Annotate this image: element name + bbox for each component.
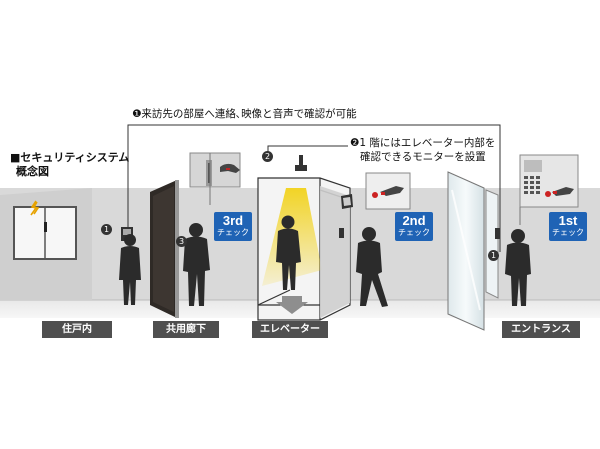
badge-3rd-label: 3rd (222, 213, 244, 228)
note-intercom: ❶来訪先の部屋へ連絡､映像と音声で確認が可能 (132, 108, 357, 120)
badge-1st-sub: チェック (552, 228, 584, 237)
zone-label-elevator: エレベーター (252, 321, 328, 338)
badge-1st-label: 1st (558, 213, 578, 228)
note-elevator-line-1: ❷1 階にはエレベーター内部を (350, 137, 496, 149)
note-elevator-monitor: ❷1 階にはエレベーター内部を 確認できるモニターを設置 (350, 136, 495, 164)
entrance-glass-door (447, 171, 500, 331)
title-line-2: 概念図 (16, 165, 49, 178)
badge-2nd-label: 2nd (402, 213, 426, 228)
badge-1st-check: 1st チェック (549, 212, 587, 241)
badge-3rd-sub: チェック (217, 228, 249, 237)
note-elevator-line-2: 確認できるモニターを設置 (360, 151, 486, 163)
marker-entrance-panel: 1 (488, 250, 499, 261)
entrance-keypad-panel (519, 154, 579, 225)
badge-2nd-check: 2nd チェック (395, 212, 433, 241)
elevator-occupant-silhouette (276, 215, 301, 290)
walking-person-silhouette (356, 227, 388, 307)
entrance-person-silhouette (505, 229, 531, 306)
marker-room-intercom: 1 (101, 224, 112, 235)
zone-label-residence: 住戸内 (42, 321, 112, 338)
room-wall (0, 188, 92, 300)
corridor-door (150, 180, 179, 318)
elevator-monitor (341, 194, 353, 209)
marker-elevator-camera: 2 (262, 151, 273, 162)
elevator-floor-arrow (276, 296, 308, 314)
door-key-panel (189, 152, 241, 205)
resident-silhouette (119, 234, 141, 305)
title-line-1: ■セキュリティシステム (10, 151, 130, 164)
elevator-camera (295, 155, 307, 171)
badge-2nd-sub: チェック (398, 228, 430, 237)
elevator-call-panel (365, 172, 411, 210)
diagram-title: ■セキュリティシステム 概念図 (10, 151, 129, 179)
zone-label-entrance: エントランス (502, 321, 580, 338)
marker-corridor-door: 3 (176, 236, 187, 247)
zone-label-corridor: 共用廊下 (153, 321, 219, 338)
badge-3rd-check: 3rd チェック (214, 212, 252, 241)
corridor-person-silhouette (183, 223, 210, 306)
